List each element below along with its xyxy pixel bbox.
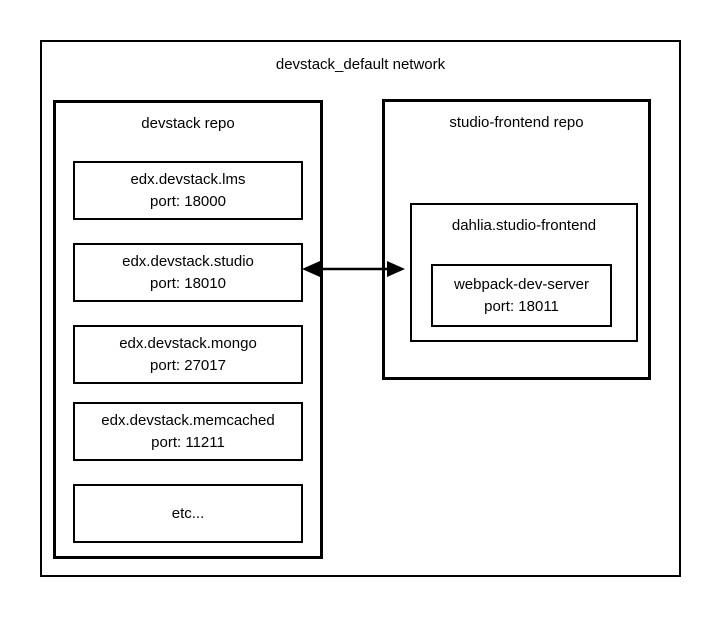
- studio-frontend-repo-box: studio-frontend repo dahlia.studio-front…: [382, 99, 651, 380]
- container-name: edx.devstack.lms: [130, 170, 246, 188]
- box-webpack-dev-server: webpack-dev-server port: 18011: [431, 264, 612, 327]
- container-name: etc...: [171, 504, 205, 522]
- container-port: port: 11211: [151, 433, 225, 451]
- container-port: port: 18010: [150, 274, 226, 292]
- studio-frontend-repo-label: studio-frontend repo: [449, 114, 584, 131]
- network-label: devstack_default network: [275, 56, 446, 73]
- container-port: port: 18000: [150, 192, 226, 210]
- box-edx-devstack-lms: edx.devstack.lms port: 18000: [73, 161, 303, 220]
- box-etc: etc...: [73, 484, 303, 543]
- devstack-repo-label: devstack repo: [141, 115, 235, 132]
- devstack-repo-box: devstack repo edx.devstack.lms port: 180…: [53, 100, 323, 559]
- dahlia-studio-frontend-box: dahlia.studio-frontend webpack-dev-serve…: [410, 203, 638, 342]
- container-name: webpack-dev-server: [453, 275, 590, 293]
- box-edx-devstack-memcached: edx.devstack.memcached port: 11211: [73, 402, 303, 461]
- box-edx-devstack-mongo: edx.devstack.mongo port: 27017: [73, 325, 303, 384]
- container-name: edx.devstack.memcached: [101, 411, 275, 429]
- container-name: edx.devstack.mongo: [119, 334, 257, 352]
- box-edx-devstack-studio: edx.devstack.studio port: 18010: [73, 243, 303, 302]
- dahlia-studio-frontend-label: dahlia.studio-frontend: [451, 217, 597, 234]
- container-port: port: 27017: [150, 356, 226, 374]
- container-port: port: 18011: [484, 297, 559, 315]
- container-name: edx.devstack.studio: [122, 252, 254, 270]
